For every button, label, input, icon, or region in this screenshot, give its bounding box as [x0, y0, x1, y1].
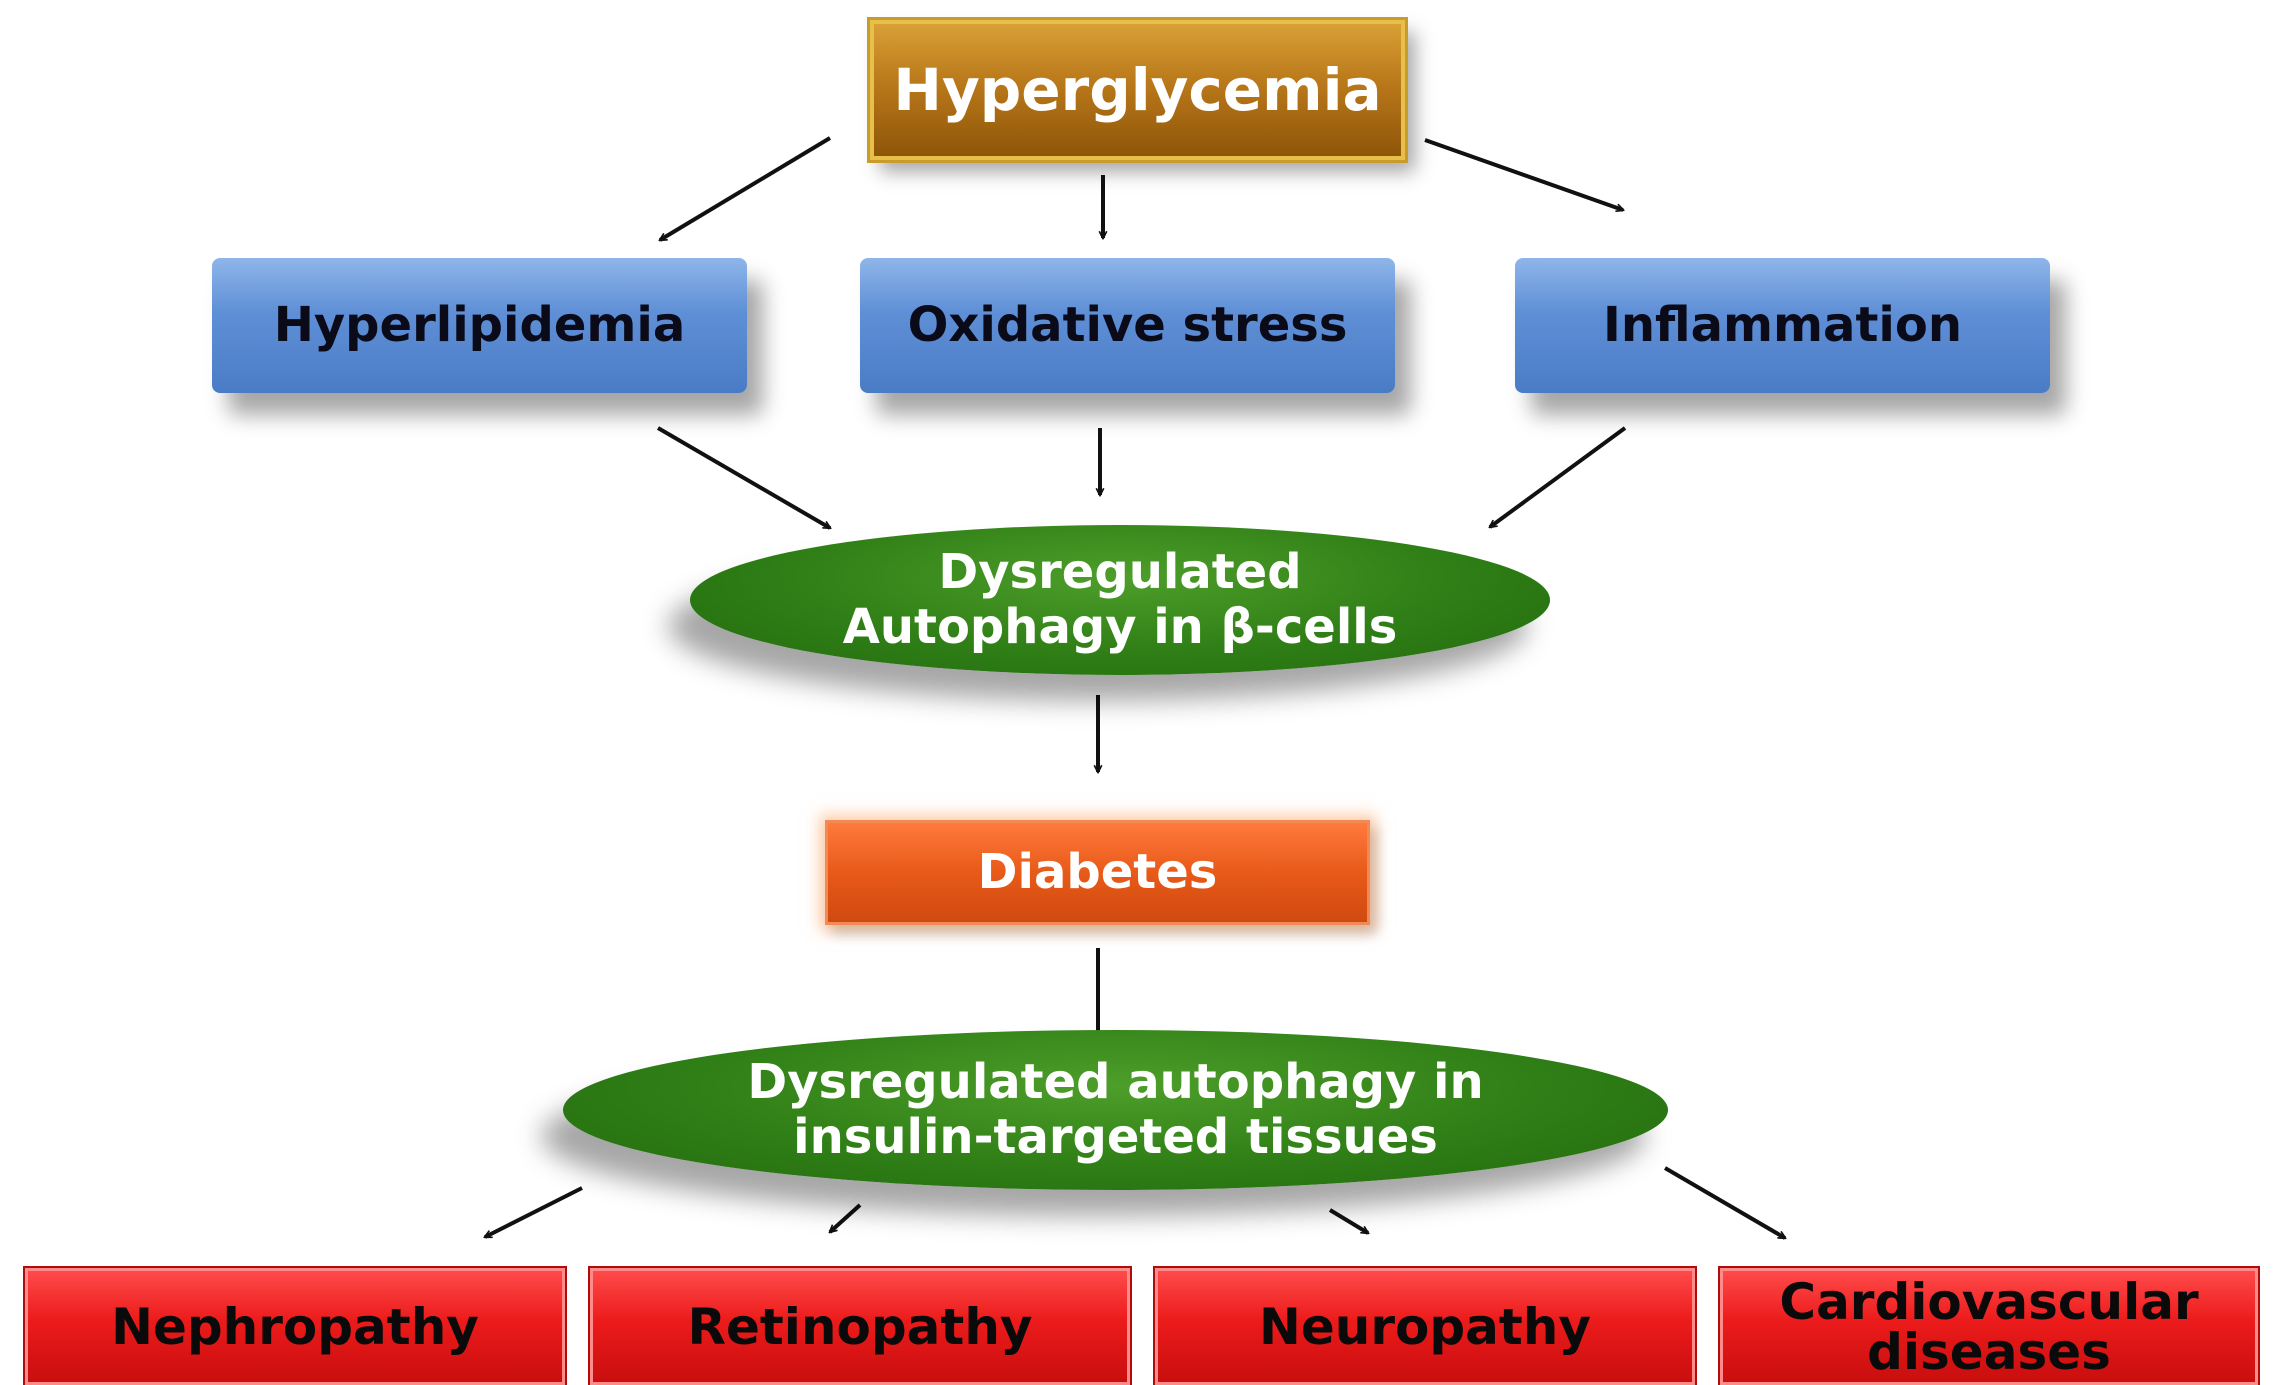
- diabetes-label: Diabetes: [977, 843, 1218, 900]
- neuropathy-box: Neuropathy: [1155, 1268, 1695, 1385]
- oxidative-stress-label: Oxidative stress: [907, 296, 1348, 353]
- autophagy-tissues-ellipse: Dysregulated autophagy in insulin-target…: [563, 1030, 1668, 1190]
- hyperlipidemia-label: Hyperlipidemia: [273, 296, 686, 353]
- hyperlipidemia-box: Hyperlipidemia: [212, 258, 747, 393]
- arrow-hyperlipidemia-to-autophagy: [656, 426, 830, 530]
- autophagy-tissues-line-2: insulin-targeted tissues: [793, 1109, 1438, 1165]
- arrow-tissues-to-cardio: [1663, 1166, 1785, 1240]
- autophagy-beta-cells-ellipse: Dysregulated Autophagy in β-cells: [690, 525, 1550, 675]
- nephropathy-label: Nephropathy: [111, 1297, 479, 1356]
- inflammation-label: Inflammation: [1603, 296, 1962, 353]
- hyperglycemia-box: Hyperglycemia: [870, 20, 1405, 160]
- inflammation-box: Inflammation: [1515, 258, 2050, 393]
- arrow-tissues-to-retinopathy: [830, 1203, 862, 1232]
- autophagy-tissues-line-1: Dysregulated autophagy in: [747, 1053, 1484, 1110]
- autophagy-beta-cells-line-2: Autophagy in β-cells: [842, 599, 1398, 655]
- arrow-hyperglycemia-to-hyperlipidemia: [660, 136, 832, 242]
- retinopathy-label: Retinopathy: [687, 1297, 1033, 1356]
- retinopathy-box: Retinopathy: [590, 1268, 1130, 1385]
- cardiovascular-diseases-line-1: Cardiovascular: [1779, 1272, 2199, 1331]
- arrow-tissues-to-nephropathy: [485, 1186, 583, 1239]
- nephropathy-box: Nephropathy: [25, 1268, 565, 1385]
- cardiovascular-diseases-box: Cardiovascular diseases: [1720, 1268, 2258, 1385]
- arrow-inflammation-to-autophagy: [1490, 426, 1627, 529]
- arrow-tissues-to-neuropathy: [1328, 1208, 1368, 1235]
- oxidative-stress-box: Oxidative stress: [860, 258, 1395, 393]
- hyperglycemia-label: Hyperglycemia: [893, 55, 1382, 124]
- diabetes-box: Diabetes: [825, 820, 1370, 925]
- arrow-hyperglycemia-to-inflammation: [1424, 138, 1623, 210]
- neuropathy-label: Neuropathy: [1259, 1297, 1591, 1356]
- cardiovascular-diseases-line-2: diseases: [1867, 1322, 2111, 1381]
- autophagy-beta-cells-line-1: Dysregulated: [938, 543, 1302, 600]
